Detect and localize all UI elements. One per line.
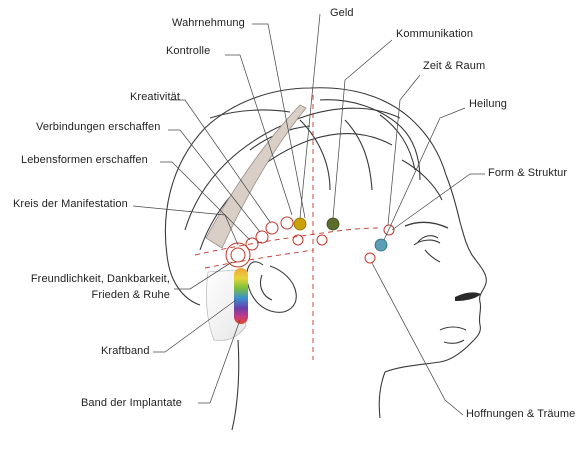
label-verbindungen-erschaffen: Verbindungen erschaffen [36,121,160,134]
point-geld-gold [294,218,306,230]
point-heilung-teal [375,239,387,251]
label-wahrnehmung: Wahrnehmung [172,17,245,30]
label-hoffnungen-traeume: Hoffnungen & Träume [466,408,575,421]
nostril-shape [455,292,481,301]
label-form-struktur: Form & Struktur [488,167,567,180]
label-geld: Geld [330,7,354,20]
label-kreis-der-manifestation: Kreis der Manifestation [13,198,128,211]
leader-lines [133,14,485,415]
label-freundlichkeit-line2: Frieden & Ruhe [14,289,170,302]
label-kreativitaet: Kreativität [130,91,180,104]
label-kommunikation: Kommunikation [396,28,473,41]
label-kontrolle: Kontrolle [166,45,210,58]
label-band-der-implantate: Band der Implantate [81,397,182,410]
label-freundlichkeit-line1: Freundlichkeit, Dankbarkeit, [14,273,170,286]
label-lebensformen-erschaffen: Lebensformen erschaffen [21,154,148,167]
point-kommunikation-olive [327,218,339,230]
label-kraftband: Kraftband [101,345,150,358]
head-outline [165,88,486,430]
label-zeit-raum: Zeit & Raum [423,60,485,73]
label-heilung: Heilung [469,98,507,111]
kraftband-rainbow [234,268,248,324]
